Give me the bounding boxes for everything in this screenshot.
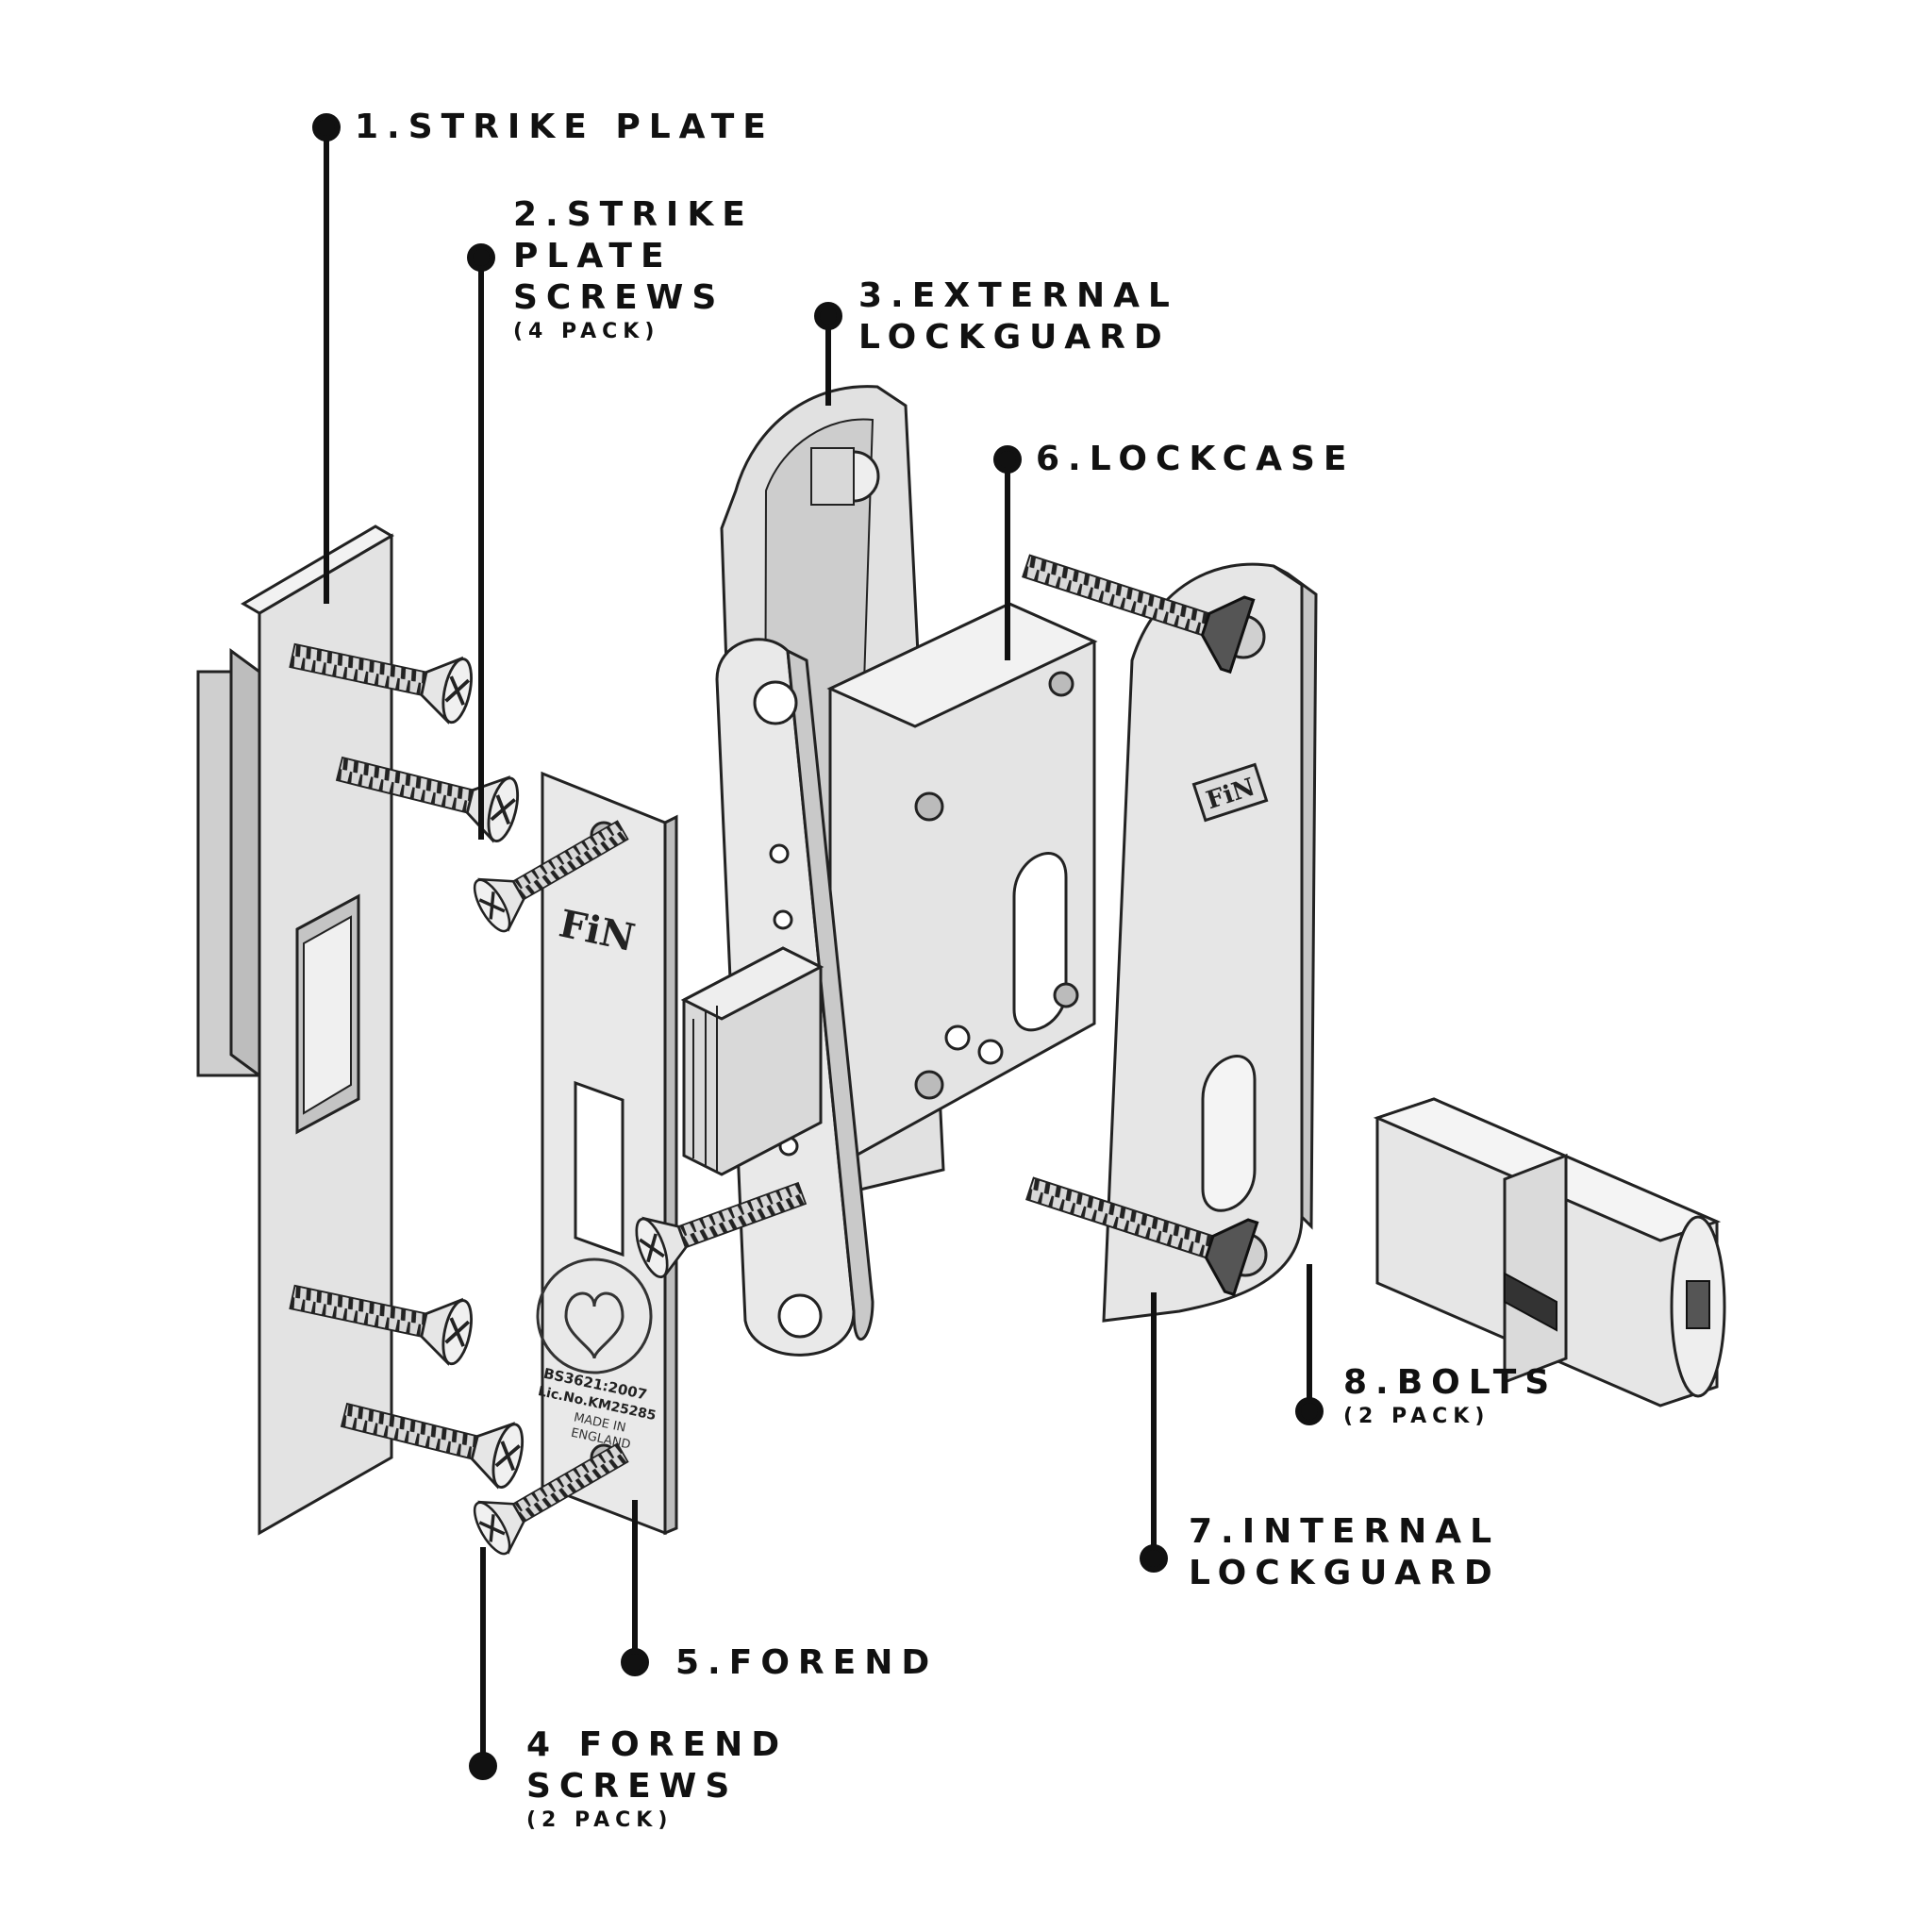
label-bolts-pack: (2 PACK): [1343, 1405, 1491, 1428]
label-forend-screws: 4 FOREND SCREWS (2 PACK): [526, 1724, 788, 1834]
label-external-lockguard-line1: 3.EXTERNAL: [858, 276, 1178, 315]
label-forend-screws-line1: 4 FOREND: [526, 1725, 789, 1764]
label-lockcase: 6.LOCKCASE: [1036, 439, 1355, 480]
label-forend-line1: 5.FOREND: [675, 1643, 939, 1682]
label-strike-plate-screws-pack: (4 PACK): [513, 320, 660, 343]
label-strike-plate: 1.STRIKE PLATE: [355, 107, 774, 148]
label-strike-plate-screws-line1: 2.STRIKE: [513, 195, 754, 234]
label-strike-plate-screws-line3: SCREWS: [513, 278, 725, 317]
label-forend: 5.FOREND: [675, 1642, 938, 1684]
internal-lockguard: FiN: [1102, 562, 1318, 1323]
leader-lines: [312, 113, 1324, 1780]
label-strike-plate-line1: 1.STRIKE PLATE: [355, 108, 774, 146]
label-lockcase-line1: 6.LOCKCASE: [1036, 440, 1356, 478]
label-external-lockguard: 3.EXTERNAL LOCKGUARD: [858, 275, 1178, 358]
kitemark-seal: [536, 1257, 653, 1374]
label-strike-plate-screws: 2.STRIKE PLATE SCREWS (4 PACK): [513, 194, 754, 345]
forend: FiN BS3621:2007 Lic.No.KM25285 MADE IN E…: [536, 771, 678, 1536]
euro-cylinder: [1373, 1097, 1726, 1407]
label-internal-lockguard-line2: LOCKGUARD: [1189, 1554, 1501, 1592]
label-forend-screws-pack: (2 PACK): [526, 1808, 674, 1832]
label-external-lockguard-line2: LOCKGUARD: [858, 318, 1171, 357]
label-internal-lockguard: 7.INTERNAL LOCKGUARD: [1189, 1511, 1501, 1594]
label-forend-screws-line2: SCREWS: [526, 1767, 739, 1806]
label-strike-plate-screws-line2: PLATE: [513, 237, 673, 275]
label-bolts: 8.BOLTS (2 PACK): [1343, 1362, 1557, 1430]
label-bolts-line1: 8.BOLTS: [1343, 1363, 1558, 1402]
label-internal-lockguard-line1: 7.INTERNAL: [1189, 1512, 1501, 1551]
lockcase: [628, 602, 1098, 1357]
